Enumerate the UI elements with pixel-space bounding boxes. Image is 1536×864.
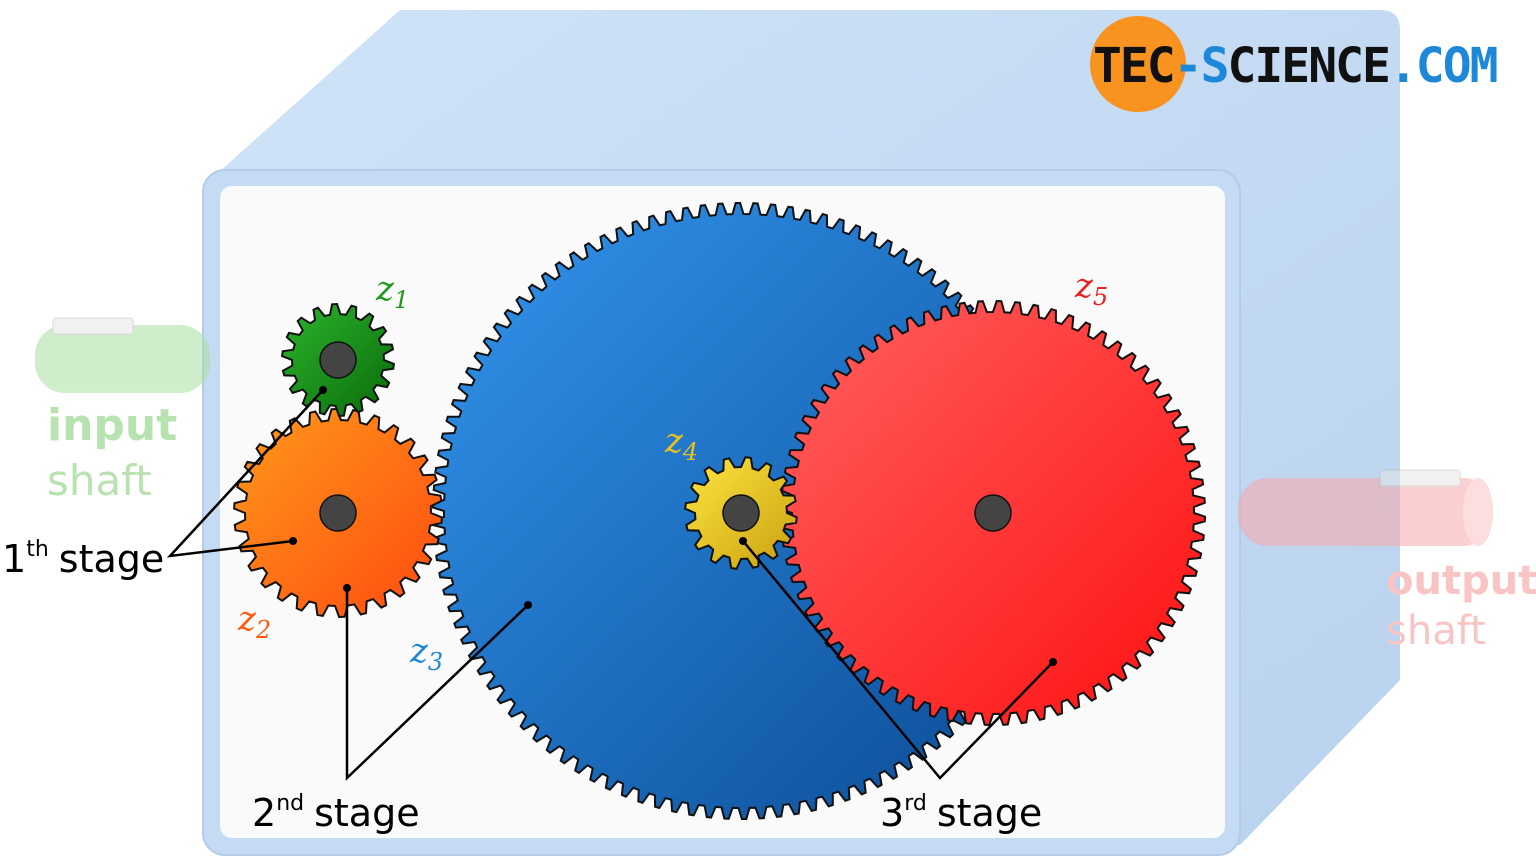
axle-z4	[722, 494, 760, 532]
label-z4: z4	[664, 421, 698, 466]
label-z2: z2	[237, 599, 271, 644]
svg-text:TEC-SCIENCE.COM: TEC-SCIENCE.COM	[1093, 38, 1497, 94]
input-shaft-label: shaft	[47, 456, 152, 505]
stage2-leader	[345, 588, 529, 781]
axle-z1	[319, 341, 357, 379]
output-shaft	[1238, 469, 1493, 546]
stage1-leader	[166, 389, 324, 558]
axle-z5	[974, 494, 1012, 532]
label-z1: z1	[375, 269, 409, 314]
gears	[233, 202, 1207, 820]
logo-circle	[1090, 16, 1186, 112]
label-z5: z5	[1074, 266, 1108, 311]
input-shaft	[35, 317, 210, 393]
tec-science-logo: TEC-SCIENCE.COM	[1090, 16, 1499, 112]
leader-lines	[166, 389, 1054, 781]
output-label: output	[1386, 558, 1536, 604]
output-shaft-label: shaft	[1386, 608, 1486, 654]
stage3-leader	[742, 540, 1054, 780]
input-label: input	[47, 400, 177, 451]
label-z3: z3	[409, 631, 443, 676]
axle-z2	[319, 494, 357, 532]
